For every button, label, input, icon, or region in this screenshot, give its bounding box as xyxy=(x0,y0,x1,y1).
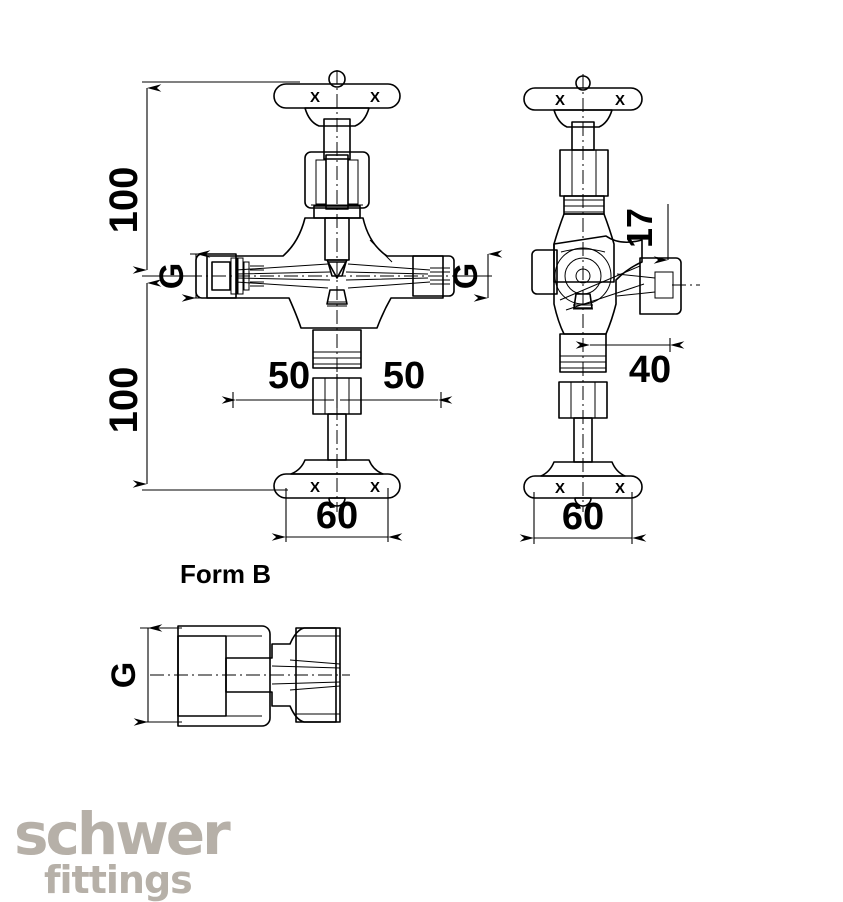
dim-label-100-top: 100 xyxy=(102,167,146,234)
front-handwheel-bottom-mark-left: X xyxy=(310,479,320,496)
side-outlet-port xyxy=(616,257,682,315)
side-handwheel-bottom-mark-left: X xyxy=(555,480,565,497)
front-handwheel-mark-right: X xyxy=(370,89,380,106)
dim-label-60-side: 60 xyxy=(562,496,604,538)
side-lower-hex xyxy=(558,381,608,419)
side-seat-detail xyxy=(554,247,645,311)
formb-right-body xyxy=(295,627,341,723)
front-view-geometry xyxy=(188,70,470,512)
formb-bore xyxy=(177,635,227,717)
side-valve-body xyxy=(553,235,643,335)
side-packing-hex xyxy=(559,149,609,197)
front-view-dimensions: 100 100 G G 50 50 60 xyxy=(102,81,503,542)
logo-wordmark: schwer xyxy=(14,800,231,868)
logo-tagline: fittings xyxy=(44,858,193,902)
front-leader-line xyxy=(369,239,393,263)
side-view-dimensions: 17 40 60 xyxy=(519,204,685,544)
form-b-title: Form B xyxy=(180,559,271,589)
dim-label-50-left: 50 xyxy=(268,355,310,397)
side-handwheel-mark-right: X xyxy=(615,92,625,109)
side-threaded-collar xyxy=(563,195,605,215)
side-bonnet-taper xyxy=(553,213,615,283)
side-left-boss xyxy=(531,249,558,295)
side-handwheel-bottom-mark-right: X xyxy=(615,480,625,497)
side-handwheel-bottom xyxy=(523,461,643,507)
front-flow-passage xyxy=(235,263,431,289)
front-lower-hex xyxy=(312,377,362,415)
dim-label-G-left: G xyxy=(153,263,191,289)
dim-label-40: 40 xyxy=(629,349,671,391)
dim-label-G-formb: G xyxy=(105,662,143,688)
dim-label-60-front: 60 xyxy=(316,495,358,537)
side-view-geometry xyxy=(523,74,700,512)
front-handwheel-bottom-mark-right: X xyxy=(370,479,380,496)
form-b-detail-geometry: G xyxy=(105,624,350,727)
dim-label-50-right: 50 xyxy=(383,355,425,397)
dim-label-100-bottom: 100 xyxy=(102,367,146,434)
dim-label-G-right: G xyxy=(447,263,485,289)
dim-label-17: 17 xyxy=(619,208,660,248)
front-handwheel-mark-left: X xyxy=(310,89,320,106)
front-right-port xyxy=(412,255,455,297)
side-handwheel-mark-left: X xyxy=(555,92,565,109)
company-logo: schwer fittings xyxy=(14,800,234,900)
formb-union-nut xyxy=(177,625,271,727)
